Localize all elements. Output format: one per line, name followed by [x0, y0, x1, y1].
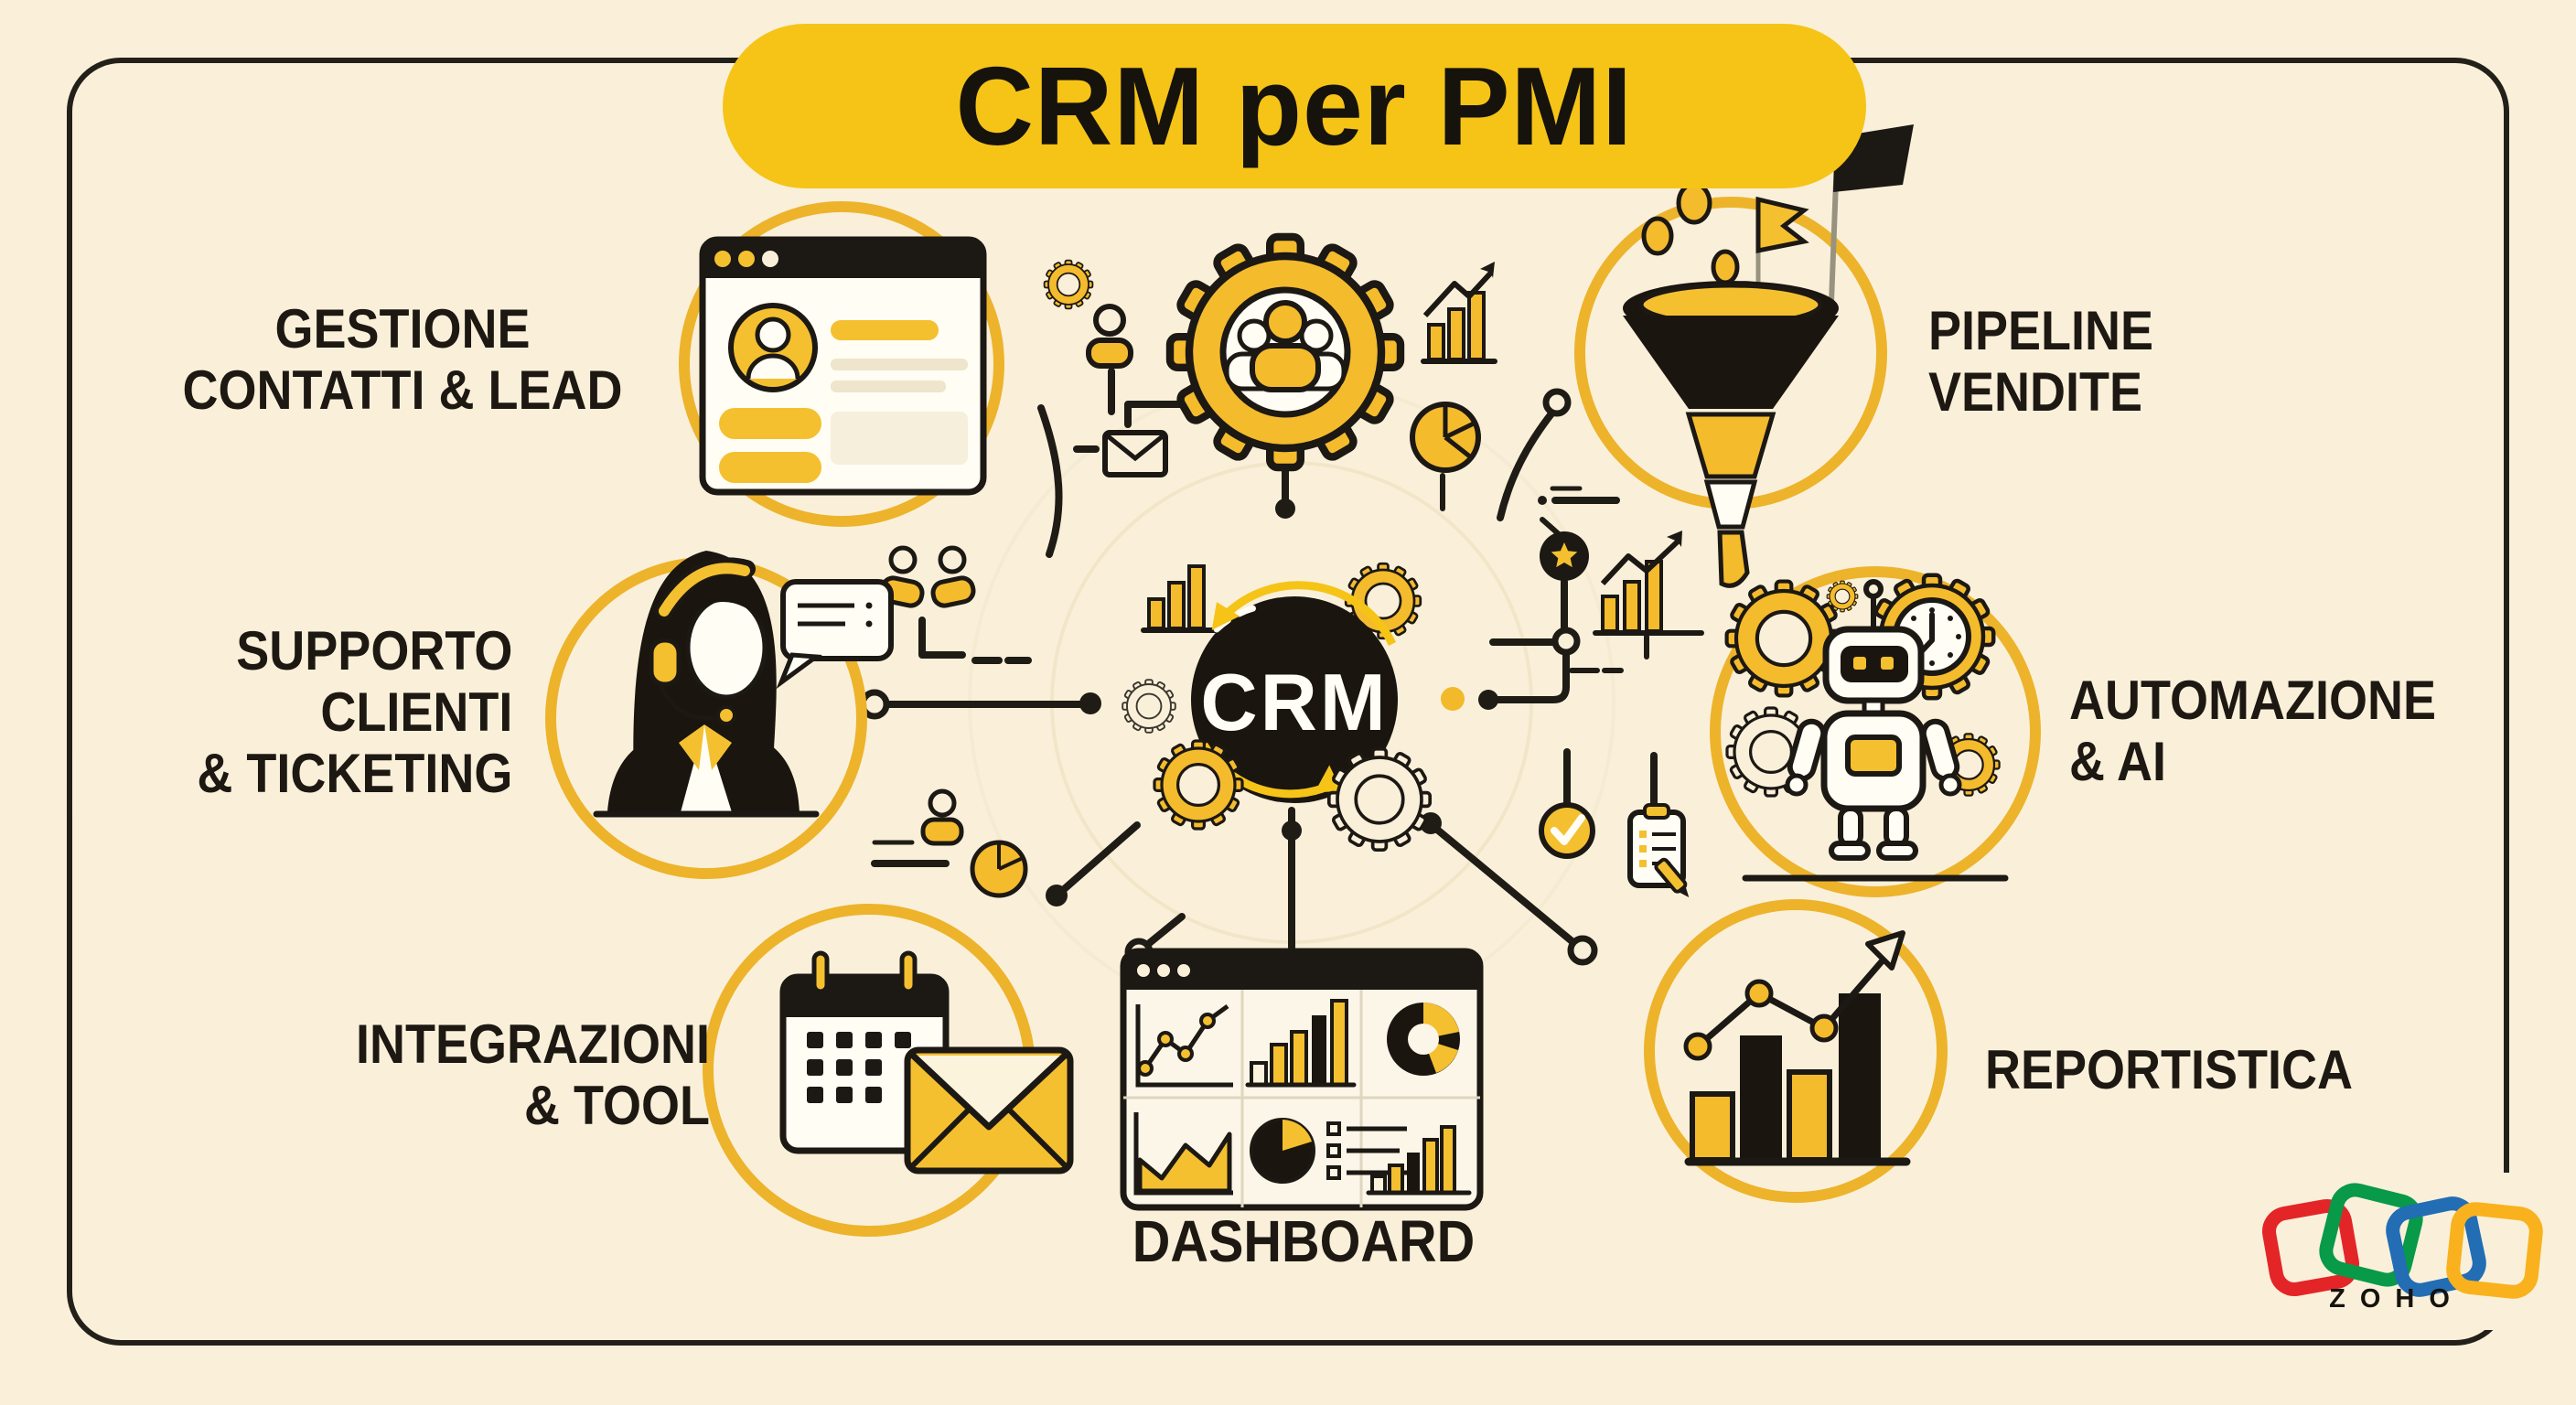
- page-title: CRM per PMI: [955, 44, 1634, 168]
- mini-pie-list: [1250, 1118, 1407, 1184]
- check-circle-icon: [1539, 802, 1595, 859]
- report-chart-icon: [1683, 930, 1911, 1166]
- envelope-icon: [904, 1046, 1074, 1174]
- label-line: CONTATTI & LEAD: [182, 359, 623, 421]
- label-line: & AI: [2069, 731, 2167, 792]
- crm-hub-label: CRM: [1200, 657, 1389, 747]
- clipboard-icon: [1627, 803, 1690, 897]
- circuit-endpoints: [859, 388, 1598, 967]
- label-line: INTEGRAZIONI: [356, 1014, 710, 1075]
- label-automazione-ai: AUTOMAZIONE & AI: [2069, 670, 2436, 792]
- pie-chart-icon: [970, 840, 1028, 898]
- label-line: PIPELINE: [1928, 300, 2154, 361]
- envelope-outline-icon: [1102, 430, 1168, 477]
- label-supporto-clienti-ticketing: SUPPORTO CLIENTI & TICKETING: [197, 620, 512, 804]
- arrow-bar-chart-icon: [1593, 531, 1704, 636]
- label-line: VENDITE: [1928, 361, 2143, 423]
- label-integrazioni-tool: INTEGRAZIONI & TOOL: [356, 1014, 710, 1136]
- zoho-wordmark: ZOHO: [2329, 1284, 2464, 1314]
- robot-ai-icon: [1727, 575, 2009, 882]
- label-line: CLIENTI: [320, 681, 512, 743]
- label-pipeline-vendite: PIPELINE VENDITE: [1928, 300, 2153, 423]
- person-icon: [920, 788, 964, 846]
- label-dashboard: DASHBOARD: [1061, 1211, 1547, 1272]
- mini-bar-chart: [1245, 999, 1357, 1088]
- speech-bubble-icon: [776, 579, 894, 690]
- mini-area-chart: [1133, 1112, 1233, 1196]
- mini-line-chart: [1135, 1003, 1233, 1088]
- label-reportistica: REPORTISTICA: [1985, 1039, 2353, 1100]
- star-badge-icon: [1540, 531, 1589, 581]
- label-gestione-contatti-lead: GESTIONE CONTATTI & LEAD: [180, 298, 625, 421]
- zoho-logo: [2243, 1173, 2550, 1330]
- growth-chart-icon: [1421, 262, 1497, 364]
- contact-card-icon: [699, 236, 987, 496]
- label-line: SUPPORTO: [235, 620, 512, 681]
- bar-chart-icon: [1141, 564, 1219, 633]
- label-line: GESTIONE: [274, 298, 531, 359]
- title-banner: CRM per PMI: [723, 24, 1866, 188]
- label-line: & TICKETING: [197, 743, 512, 804]
- label-line: AUTOMAZIONE: [2069, 670, 2436, 731]
- support-agent-icon: [593, 551, 894, 818]
- mini-donut-chart: [1387, 1003, 1460, 1076]
- label-line: & TOOL: [523, 1075, 710, 1136]
- team-gear-icon: [1170, 237, 1401, 467]
- mini-bar-chart-2: [1366, 1125, 1472, 1196]
- handshake-icon: [879, 545, 976, 608]
- sales-funnel-icon: [1623, 124, 1914, 588]
- crm-hub: [1122, 562, 1433, 853]
- mini-gear-icon: [1043, 259, 1094, 310]
- label-line: DASHBOARD: [1132, 1208, 1476, 1274]
- label-line: REPORTISTICA: [1985, 1039, 2354, 1100]
- dashboard-window: [1120, 948, 1484, 1211]
- pie-chart-icon: [1410, 402, 1481, 473]
- person-icon: [1086, 304, 1133, 369]
